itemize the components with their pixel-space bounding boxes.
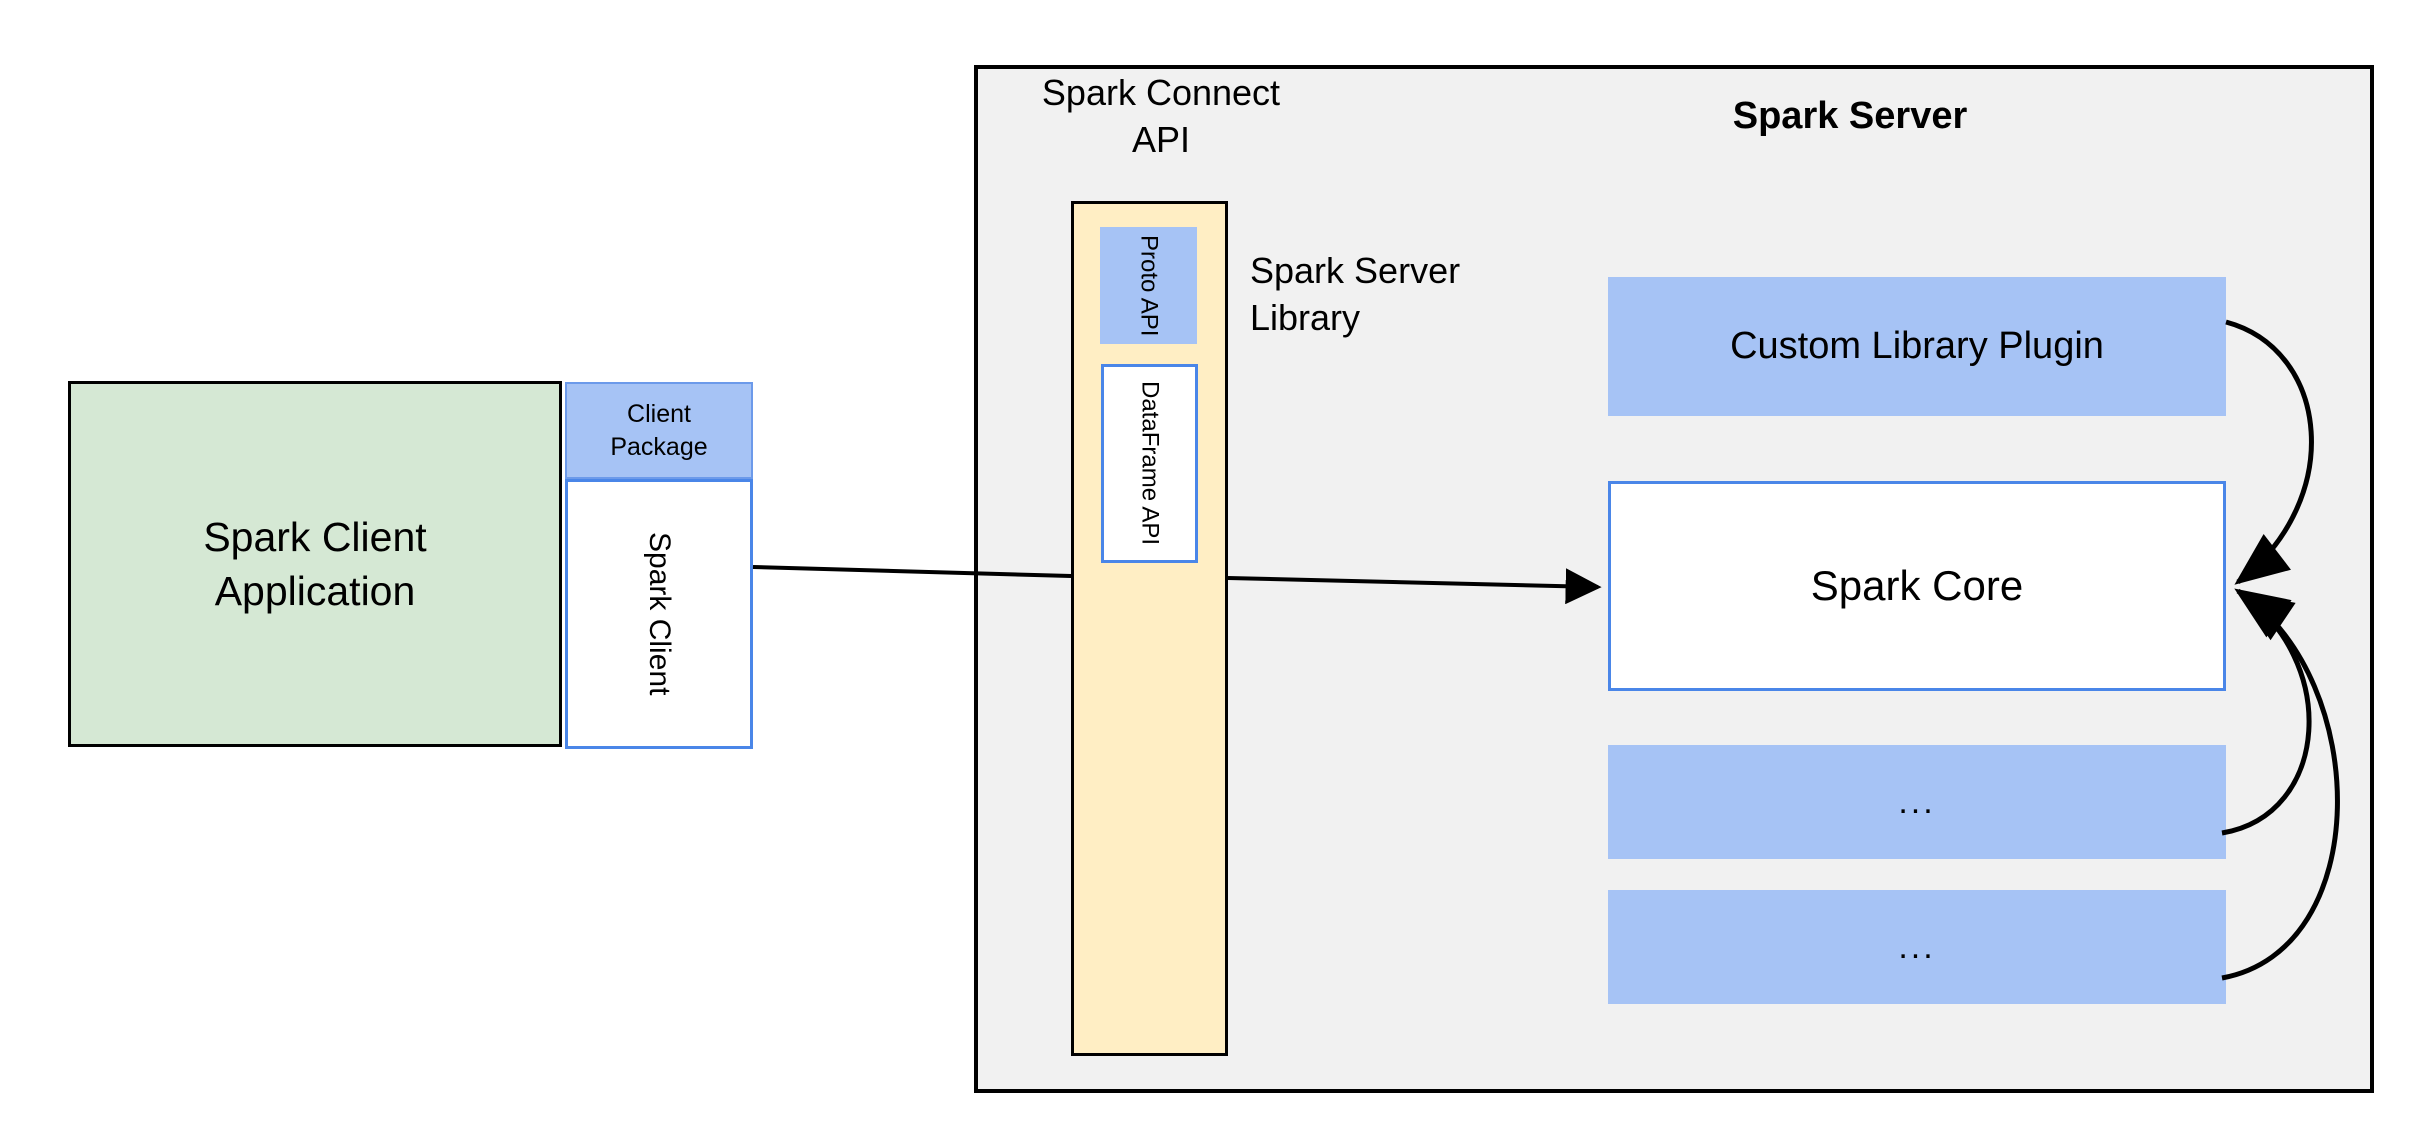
- custom-library-plugin-label: Custom Library Plugin: [1730, 325, 2104, 367]
- ellipsis-label-2: ...: [1898, 927, 1936, 966]
- spark-core-box[interactable]: Spark Core: [1608, 481, 2226, 691]
- server-component-ellipsis-2[interactable]: ...: [1608, 890, 2226, 1004]
- proto-api-label: Proto API: [1135, 234, 1163, 337]
- spark-server-library-label: Spark Server Library: [1250, 250, 1461, 338]
- spark-client-label: Spark Client: [643, 532, 676, 696]
- spark-client-box[interactable]: Spark Client: [565, 479, 753, 749]
- spark-client-application-label: Spark Client Application: [203, 513, 427, 614]
- client-package-label: Client Package: [610, 400, 708, 461]
- custom-library-plugin-box[interactable]: Custom Library Plugin: [1608, 277, 2226, 416]
- spark-server-title: Spark Server: [1732, 95, 1968, 137]
- spark-client-application-box[interactable]: Spark Client Application: [68, 381, 562, 747]
- spark-connect-api-label: Spark Connect API: [1041, 72, 1281, 160]
- spark-core-label: Spark Core: [1810, 562, 2024, 609]
- server-component-ellipsis-1[interactable]: ...: [1608, 745, 2226, 859]
- client-package-box[interactable]: Client Package: [565, 382, 753, 479]
- dataframe-api-box[interactable]: DataFrame API: [1101, 364, 1198, 563]
- ellipsis-label-1: ...: [1898, 782, 1936, 821]
- dataframe-api-label: DataFrame API: [1136, 381, 1164, 546]
- proto-api-box[interactable]: Proto API: [1100, 227, 1197, 344]
